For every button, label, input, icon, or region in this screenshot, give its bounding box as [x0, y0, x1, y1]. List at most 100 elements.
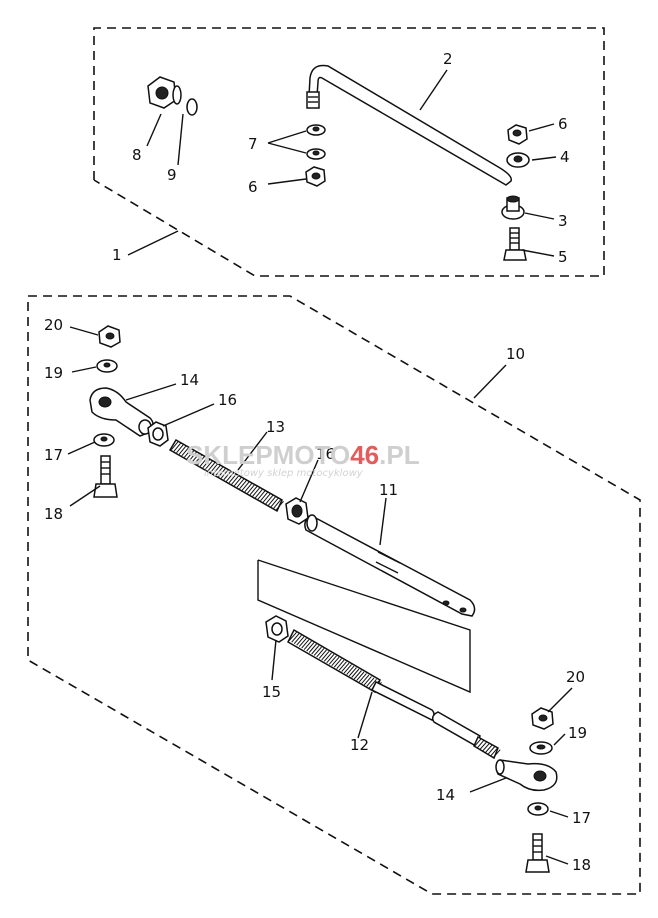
callout-16-upper: 16	[218, 391, 237, 409]
collar-3	[501, 195, 525, 220]
thread-line	[348, 667, 357, 677]
group-1-outline	[93, 27, 605, 277]
thread-line	[293, 634, 302, 645]
thread-line	[252, 487, 261, 497]
bolt-5	[503, 227, 527, 261]
thread-line	[341, 662, 350, 672]
washer-17-right	[527, 802, 549, 816]
tube-11	[304, 514, 476, 617]
thread-line	[210, 463, 219, 473]
thread-line	[260, 491, 269, 502]
thread-line	[346, 665, 355, 675]
thread-line	[338, 661, 347, 671]
thread-line	[220, 469, 229, 479]
bolt-18-left	[93, 455, 118, 498]
thread-line	[343, 664, 352, 674]
callout-18-upper: 18	[44, 505, 63, 523]
nut-15	[265, 615, 289, 643]
callout-12: 12	[350, 736, 369, 754]
callout-8: 8	[132, 146, 142, 164]
steering-link-rod	[306, 64, 513, 186]
callout-5: 5	[558, 248, 568, 266]
thread-line	[197, 455, 206, 466]
group-10-outline	[27, 295, 641, 895]
thread-line	[476, 739, 485, 749]
bolt-18-right	[525, 833, 550, 873]
thread-line	[173, 442, 182, 452]
thread-line	[218, 467, 227, 478]
thread-line	[226, 472, 234, 482]
thread-line	[311, 645, 320, 655]
callout-6-right: 6	[558, 115, 568, 133]
thread-line	[176, 443, 185, 454]
thread-line	[474, 738, 482, 747]
thread-line	[178, 445, 187, 455]
thread-line	[189, 451, 198, 461]
thread-line	[301, 639, 310, 649]
thread-line	[485, 744, 493, 753]
washer-19-right	[529, 741, 553, 755]
thread-line	[244, 482, 253, 493]
thread-line	[181, 446, 190, 457]
callout-9: 9	[167, 166, 177, 184]
thread-line	[205, 460, 213, 470]
thread-line	[257, 490, 266, 500]
callout-20-lower: 20	[566, 668, 585, 686]
thread-line	[323, 652, 332, 662]
thread-line	[170, 440, 179, 451]
thread-line	[288, 631, 297, 642]
threaded-rod-12	[287, 628, 501, 760]
thread-line	[331, 656, 340, 667]
rod-end-14-right	[495, 759, 558, 792]
callout-10: 10	[506, 345, 525, 363]
callout-3: 3	[558, 212, 568, 230]
thread-line	[228, 473, 237, 484]
thread-line	[303, 640, 312, 650]
thread-line	[336, 659, 345, 670]
callout-15: 15	[262, 683, 281, 701]
svg-text:SKLEPMOTO46.PL: SKLEPMOTO46.PL	[186, 440, 420, 470]
thread-line	[353, 670, 362, 680]
callout-2: 2	[443, 50, 453, 68]
callout-20-upper: 20	[44, 316, 63, 334]
rod-end-14-left	[89, 387, 154, 437]
thread-line	[308, 643, 317, 653]
thread-line	[233, 476, 242, 487]
thread-line	[487, 746, 496, 755]
thread-line	[356, 671, 365, 681]
thread-line	[184, 448, 192, 458]
nut-6-left	[305, 166, 326, 187]
nut-20-left	[98, 325, 121, 348]
washer-4	[506, 152, 530, 168]
callout-4: 4	[560, 148, 570, 166]
thread-line	[194, 454, 203, 464]
watermark-text-1: SKLEPMOTO	[186, 440, 350, 470]
callout-16-lower: 16	[316, 445, 335, 463]
thread-line	[249, 485, 258, 496]
thread-line	[493, 749, 501, 758]
watermark-text-3: .PL	[379, 440, 420, 470]
callout-18-lower: 18	[572, 856, 591, 874]
thread-line	[490, 747, 498, 757]
thread-line	[186, 449, 195, 460]
thread-line	[333, 658, 342, 668]
callout-7: 7	[248, 135, 258, 153]
callout-13: 13	[266, 418, 285, 436]
thread-line	[223, 470, 232, 481]
thread-line	[316, 648, 325, 658]
thread-line	[262, 493, 271, 503]
watermark-text-2: 46	[350, 440, 379, 470]
thread-line	[254, 488, 263, 499]
thread-line	[296, 636, 305, 646]
thread-line	[306, 642, 315, 652]
thread-line	[368, 678, 377, 689]
thread-line	[241, 481, 250, 491]
o-ring-9	[186, 98, 198, 116]
washers-7	[306, 124, 326, 160]
nut-6-right	[507, 124, 528, 145]
callout-14-upper: 14	[180, 371, 199, 389]
watermark-tagline: internetowy sklep motocyklowy	[204, 468, 364, 479]
thread-line	[247, 484, 255, 494]
thread-line	[328, 655, 337, 665]
